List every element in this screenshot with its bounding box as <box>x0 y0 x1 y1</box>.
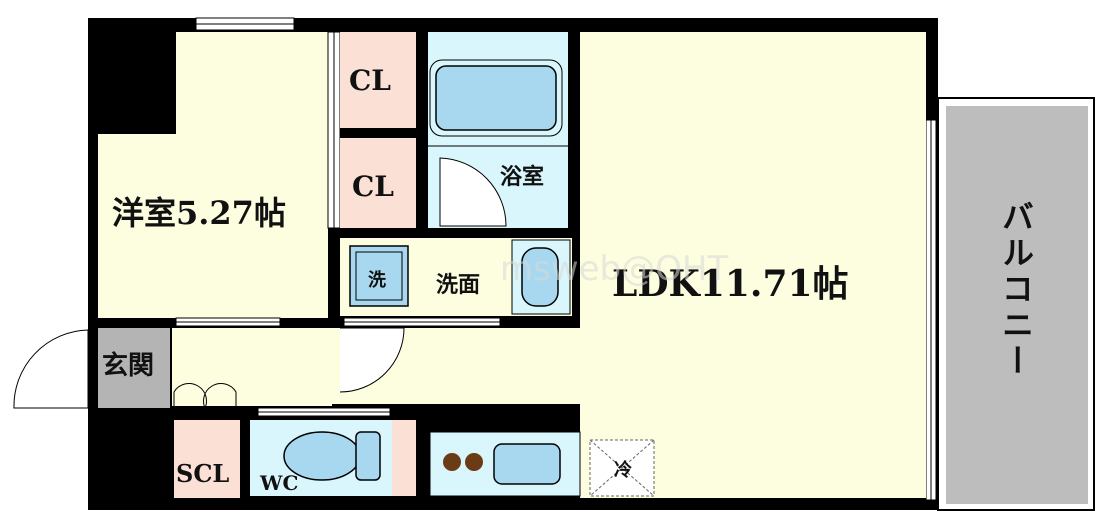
stove-burner <box>465 453 483 471</box>
kitchen-sink <box>493 443 561 485</box>
shoe-closet-door <box>173 383 237 411</box>
toilet-label: WC <box>259 471 298 495</box>
ldk-label: LDK11.71帖 <box>612 263 849 305</box>
closet-upper-label: CL <box>349 64 391 97</box>
balcony-label: バルコニー <box>997 200 1035 380</box>
washer-inner <box>355 251 403 301</box>
sink-basin <box>521 247 559 307</box>
hall-door-swing <box>339 327 405 393</box>
bathtub-rim <box>429 59 563 137</box>
closet-lower[interactable] <box>340 138 416 228</box>
western-room-label: 洋室5.27帖 <box>112 194 286 232</box>
shoe-closet[interactable] <box>174 420 240 498</box>
entrance-label: 玄関 <box>102 350 154 381</box>
washroom-label: 洗面 <box>436 272 480 298</box>
entrance-floor <box>98 328 170 408</box>
closet-upper[interactable] <box>340 32 416 128</box>
bathroom-label: 浴室 <box>500 164 544 190</box>
toilet-tank <box>355 431 381 481</box>
bathroom-door-swing <box>439 157 507 227</box>
bathtub <box>435 65 557 131</box>
ldk-floor <box>580 32 926 498</box>
washer <box>349 245 409 307</box>
toilet-counter <box>392 420 416 496</box>
entrance-door-swing <box>13 329 89 409</box>
watermark: msweb@OHT <box>500 249 728 289</box>
wall-pillar <box>88 18 176 134</box>
fridge-label: 冷 <box>614 459 632 481</box>
stove-burner <box>443 453 461 471</box>
closet-lower-label: CL <box>352 170 394 203</box>
shoe-closet-label: SCL <box>176 459 229 488</box>
balcony-floor <box>946 106 1088 504</box>
washer-label: 洗 <box>368 269 386 291</box>
fridge-cross <box>589 439 655 497</box>
hall-floor <box>172 328 332 406</box>
